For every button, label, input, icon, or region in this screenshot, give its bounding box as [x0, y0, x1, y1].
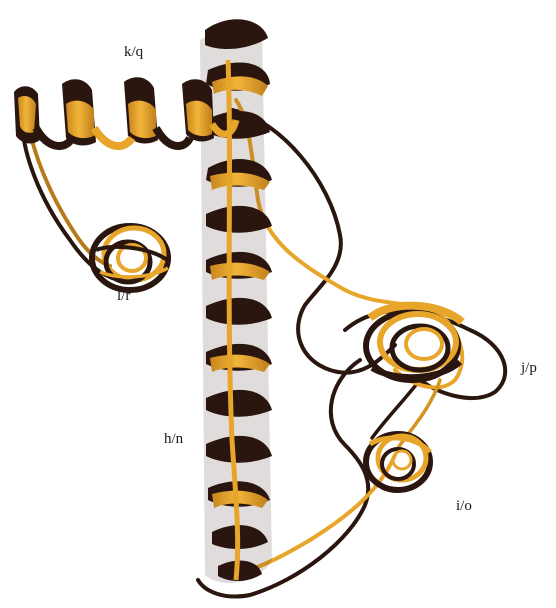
label-i-o: i/o [456, 499, 472, 514]
label-h-n: h/n [164, 432, 183, 447]
helix-i-o [366, 434, 430, 490]
label-l-r: l/r [117, 289, 130, 304]
label-k-q: k/q [124, 45, 143, 60]
label-j-p: j/p [521, 361, 537, 376]
helix-j-p [366, 306, 462, 380]
helix-k-q [14, 77, 236, 146]
helix-l-r [92, 226, 170, 290]
